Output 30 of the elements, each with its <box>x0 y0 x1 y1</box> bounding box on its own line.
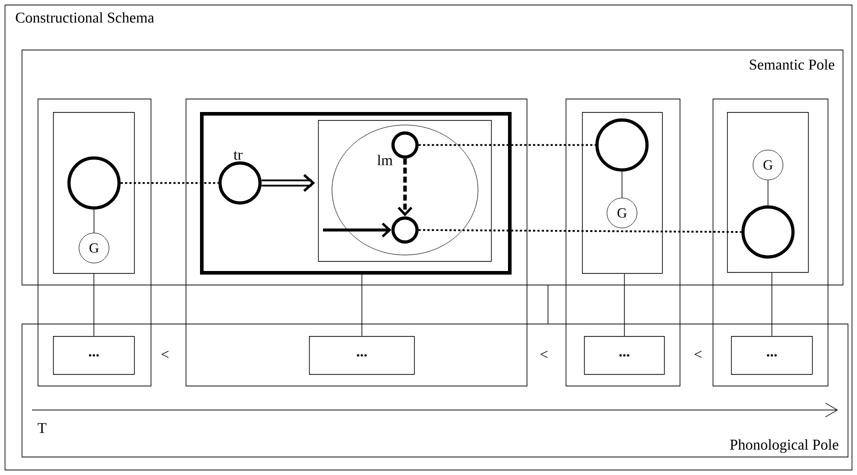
axis-label: T <box>38 423 46 433</box>
order-sign: < <box>162 350 168 358</box>
arrow <box>323 222 392 238</box>
ellipsis-box: ... <box>309 336 415 375</box>
arrow <box>398 158 412 216</box>
region-ellipse <box>332 124 478 256</box>
ellipsis-box: ... <box>584 336 665 375</box>
dotted-line <box>418 229 742 233</box>
frame-title: Constructional Schema <box>16 12 154 23</box>
dotted-line <box>418 144 596 146</box>
entity-circle <box>391 216 419 244</box>
pole-title: Semantic Pole <box>750 59 834 70</box>
ellipsis-box: ... <box>731 336 813 375</box>
entity-circle <box>595 118 649 172</box>
inner-box <box>53 112 135 274</box>
inner-box <box>582 112 663 274</box>
connector-line <box>624 273 625 336</box>
order-sign: < <box>540 350 548 358</box>
node-label: lm <box>377 154 393 166</box>
entity-circle <box>67 156 121 210</box>
inner-box <box>727 112 809 273</box>
profile-box <box>200 112 512 275</box>
entity-circle <box>741 205 795 259</box>
ellipsis-box: ... <box>53 336 135 375</box>
pole-title: Phonological Pole <box>730 439 838 453</box>
node-label: tr <box>234 151 242 160</box>
inner-box <box>318 120 492 262</box>
arrow <box>262 174 315 192</box>
order-sign: < <box>694 350 702 358</box>
dotted-line <box>120 182 218 184</box>
